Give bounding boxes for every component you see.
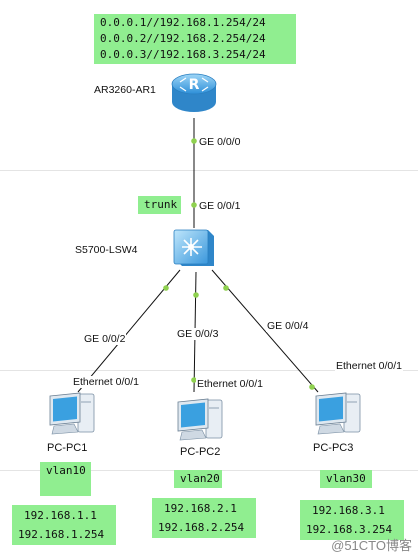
pc-icon[interactable] [172, 396, 228, 447]
router-icon[interactable]: R [168, 70, 220, 123]
route-line: 0.0.0.3//192.168.3.254/24 [100, 48, 266, 61]
iface-label: GE 0/0/4 [266, 320, 310, 332]
guide-line [0, 170, 418, 171]
link-dot [191, 138, 197, 144]
pc-name: PC-PC1 [47, 442, 88, 454]
trunk-label: trunk [138, 196, 181, 214]
vlan-label: vlan10 [40, 462, 91, 496]
link-dot [193, 292, 199, 298]
watermark: @51CTO博客 [331, 538, 412, 553]
link-dot [223, 285, 229, 291]
link-switch-pc1 [77, 269, 181, 393]
vlan-label: vlan20 [174, 470, 222, 488]
guide-line [0, 370, 418, 371]
gateway-address: 192.168.2.254 [158, 521, 245, 534]
route-line: 0.0.0.1//192.168.1.254/24 [100, 16, 266, 29]
iface-label: Ethernet 0/0/1 [72, 376, 140, 388]
router-name: AR3260-AR1 [94, 84, 156, 96]
gateway-address: 192.168.3.254 [306, 523, 393, 536]
switch-name: S5700-LSW4 [75, 244, 138, 256]
link-dot [191, 377, 197, 383]
pc-address-box: 192.168.3.1 192.168.3.254 [300, 500, 404, 540]
iface-label: Ethernet 0/0/1 [335, 360, 403, 372]
iface-label: GE 0/0/1 [198, 200, 242, 212]
link-dot [309, 384, 315, 390]
link-dot [191, 202, 197, 208]
vlan-label: vlan30 [320, 470, 372, 488]
iface-label: GE 0/0/3 [176, 328, 220, 340]
router-routes-box: 0.0.0.1//192.168.1.254/24 0.0.0.2//192.1… [94, 14, 296, 64]
svg-text:R: R [189, 77, 200, 93]
link-dot [163, 285, 169, 291]
ip-address: 192.168.1.1 [24, 509, 97, 522]
pc-name: PC-PC2 [180, 446, 221, 458]
pc-address-box: 192.168.2.1 192.168.2.254 [152, 498, 256, 538]
iface-label: Ethernet 0/0/1 [196, 378, 264, 390]
route-line: 0.0.0.2//192.168.2.254/24 [100, 32, 266, 45]
ip-address: 192.168.3.1 [312, 504, 385, 517]
gateway-address: 192.168.1.254 [18, 528, 105, 541]
link-switch-pc3 [211, 269, 319, 393]
pc-icon[interactable] [44, 390, 100, 441]
pc-icon[interactable] [310, 390, 366, 441]
pc-name: PC-PC3 [313, 442, 354, 454]
pc-address-box: 192.168.1.1 192.168.1.254 [12, 505, 116, 545]
switch-icon[interactable] [168, 224, 218, 277]
ip-address: 192.168.2.1 [164, 502, 237, 515]
iface-label: GE 0/0/2 [83, 333, 127, 345]
iface-label: GE 0/0/0 [198, 136, 242, 148]
